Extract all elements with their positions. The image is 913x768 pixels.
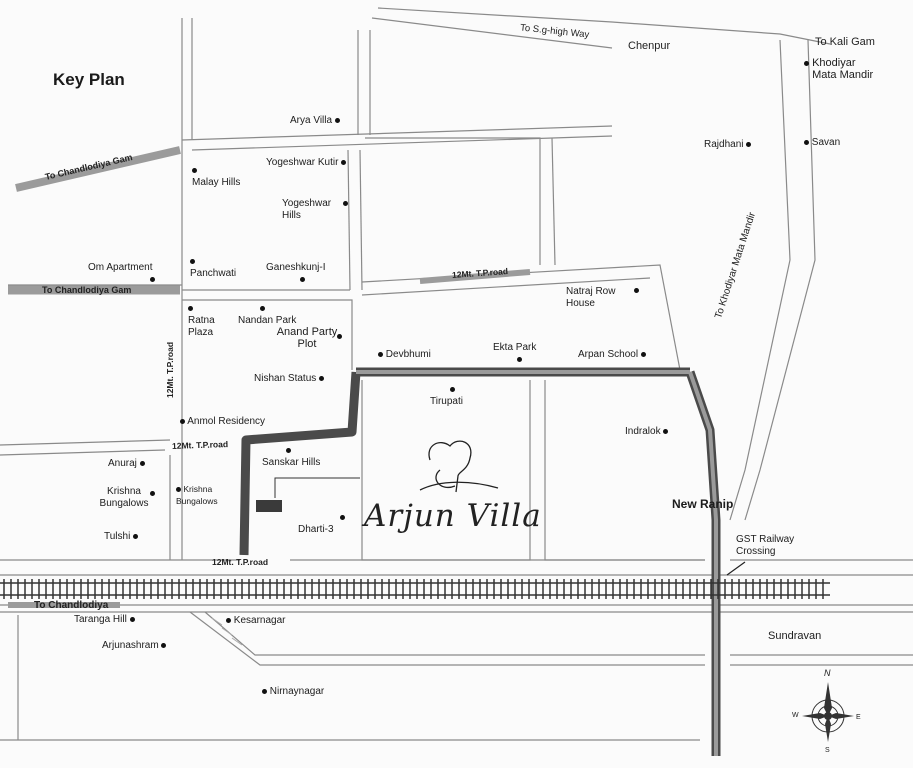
road-chandlodiya-gam: [15, 146, 181, 192]
road-horizontal-1: [181, 125, 613, 141]
place-krishna-bungalows-2: Krishna Bungalows: [176, 484, 218, 506]
krishna-bungalows-1-dot: [150, 488, 155, 500]
place-malay-hills: Malay Hills: [192, 165, 240, 189]
place-tirupati: Tirupati: [430, 384, 463, 408]
place-devbhumi: Devbhumi: [378, 349, 431, 361]
place-tulshi: Tulshi: [104, 531, 139, 543]
compass-north: N: [824, 668, 831, 678]
road-label-chandlodiya: To Chandlodiya: [34, 600, 109, 611]
place-panchwati: Panchwati: [190, 256, 236, 280]
road-label-tp-vertical: 12Mt. T.P.road: [165, 341, 176, 399]
place-krishna-bungalows-1: Krishna Bungalows: [99, 486, 149, 509]
compass-icon: [802, 682, 854, 742]
place-kesarnagar: Kesarnagar: [226, 615, 285, 627]
site-block: [256, 500, 282, 512]
road-label-chandlodiya-gam-2: To Chandlodiya Gam: [42, 285, 132, 295]
road-top-diagonal: [377, 7, 831, 45]
brand-logo-icon: [419, 440, 499, 493]
place-taranga-hill: Taranga Hill: [74, 614, 135, 626]
place-arjunashram: Arjunashram: [102, 640, 167, 652]
place-yogeshwar-hills: Yogeshwar Hills: [282, 198, 332, 221]
place-dharti-3: Dharti-3: [298, 512, 345, 536]
place-ekta-park: Ekta Park: [493, 342, 536, 366]
yogeshwar-hills-dot: [343, 198, 348, 210]
place-khodiyar-mata-mandir: Khodiyar Mata Mandir: [804, 57, 882, 81]
place-ganeshkunj: Ganeshkunj-I: [266, 262, 325, 286]
brand-name: Arjun Villa: [364, 498, 542, 534]
compass-west: W: [792, 712, 799, 719]
compass-east: E: [856, 714, 861, 721]
place-om-apartment: Om Apartment: [88, 262, 155, 286]
place-yogeshwar-kutir: Yogeshwar Kutir: [266, 157, 347, 169]
place-anmol-residency: Anmol Residency: [180, 416, 265, 428]
road-label-tp-middle: 12Mt. T.P.road: [171, 439, 229, 451]
natraj-row-house-dot: [634, 285, 639, 297]
road-label-kali-gam: To Kali Gam: [815, 36, 875, 48]
place-savan: Savan: [804, 137, 840, 149]
road-khodiyar: [729, 39, 791, 521]
place-ratna-plaza: Ratna Plaza: [188, 303, 228, 339]
place-sundravan: Sundravan: [768, 630, 822, 642]
railway-line: [0, 579, 830, 599]
place-nandan-park: Nandan Park: [238, 303, 296, 327]
place-nirnaynagar: Nirnaynagar: [262, 686, 324, 698]
place-rajdhani: Rajdhani: [704, 139, 752, 151]
anand-party-plot-dot: [337, 331, 342, 343]
compass-south: S: [825, 747, 830, 754]
place-natraj-row-house: Natraj Row House: [566, 286, 616, 309]
place-gst-crossing: GST Railway Crossing: [736, 534, 795, 557]
place-anuraj: Anuraj: [108, 458, 145, 470]
place-indralok: Indralok: [625, 426, 669, 438]
map-title: Key Plan: [53, 70, 125, 89]
place-nishan-status: Nishan Status: [254, 373, 325, 385]
road-label-tp-bottom: 12Mt. T.P.road: [212, 557, 269, 567]
road-label-chenpur: Chenpur: [628, 40, 671, 52]
place-new-ranip: New Ranip: [672, 497, 734, 511]
place-arya-villa: Arya Villa: [290, 115, 340, 127]
place-sanskar-hills: Sanskar Hills: [262, 445, 320, 469]
place-anand-party-plot: Anand Party Plot: [276, 326, 338, 350]
place-arpan-school: Arpan School: [578, 349, 646, 361]
